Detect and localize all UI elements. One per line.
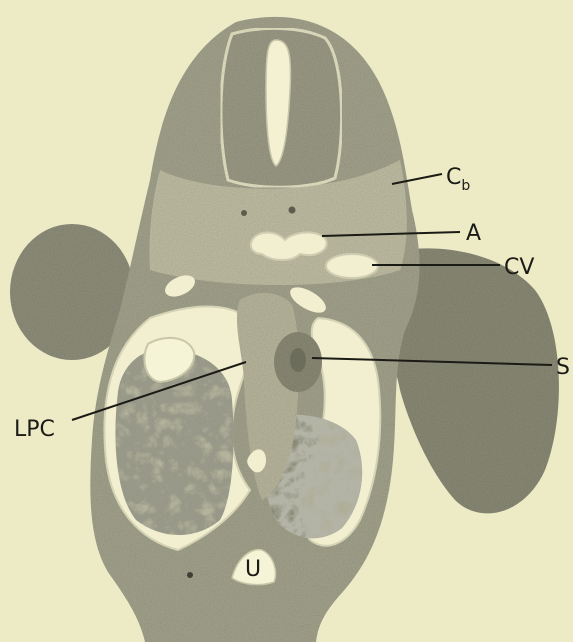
label-a: A xyxy=(466,221,481,246)
label-lpc: LPC xyxy=(14,417,55,442)
label-cb: Cb xyxy=(446,165,470,194)
label-cb-sub: b xyxy=(461,178,470,194)
label-cb-main: C xyxy=(446,165,461,190)
cardinal-vein xyxy=(326,254,378,278)
label-s: S xyxy=(556,355,570,380)
label-u: U xyxy=(245,557,261,582)
pigment-dot xyxy=(289,207,296,214)
pigment-dot xyxy=(187,572,193,578)
stomach-lumen xyxy=(290,348,306,372)
label-cv: CV xyxy=(504,255,534,280)
pigment-dot xyxy=(241,210,247,216)
